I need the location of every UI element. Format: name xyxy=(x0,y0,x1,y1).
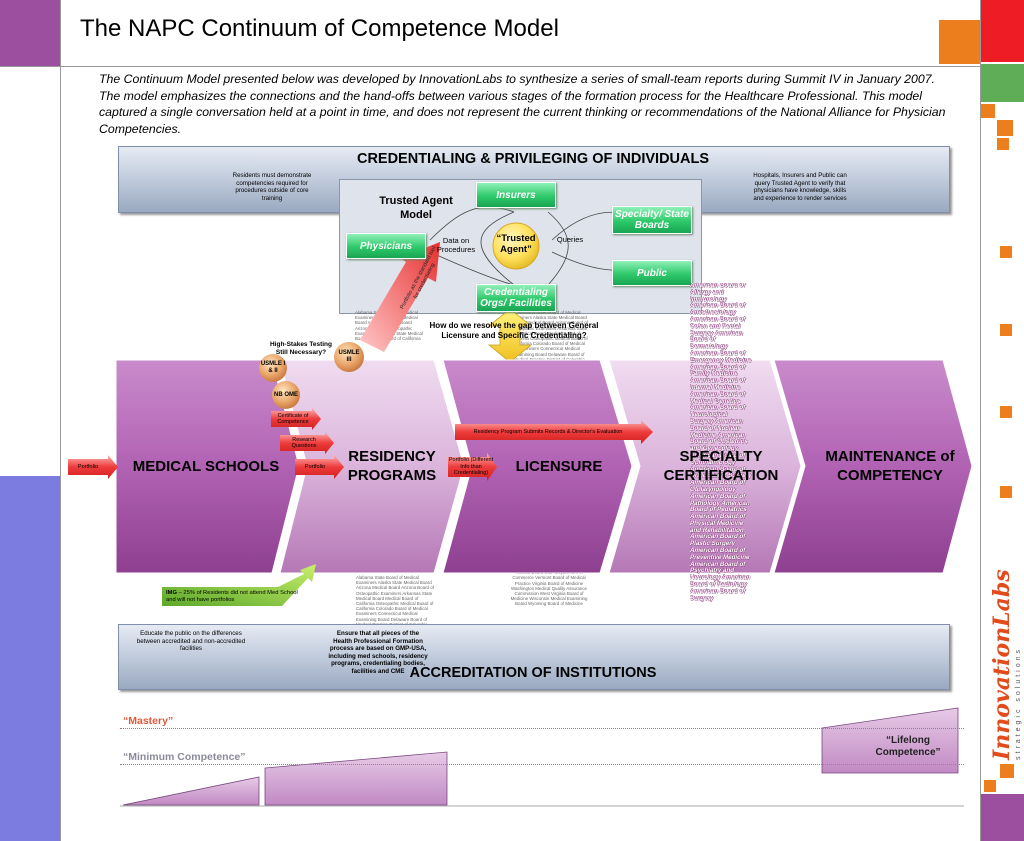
nbome-label: NB OME xyxy=(274,392,298,398)
deco-orange-small-5 xyxy=(1000,324,1012,336)
queries-label: Queries xyxy=(556,235,584,244)
chevron-medical-schools xyxy=(115,359,300,574)
portfolio-left-arrow xyxy=(68,455,118,479)
public-box: Public xyxy=(612,260,692,286)
left-border-bottom xyxy=(0,476,60,841)
intro-paragraph: The Continuum Model presented below was … xyxy=(99,72,946,136)
data-on-procedures: Data on Procedures xyxy=(436,236,476,254)
high-stakes-testing: High-Stakes Testing Still Necessary? xyxy=(269,341,332,356)
accreditation-title: ACCREDITATION OF INSTITUTIONS xyxy=(409,665,657,681)
research-label: Research Questions xyxy=(291,436,317,450)
trusted-agent-ball xyxy=(492,222,540,270)
deco-orange-small-7 xyxy=(1000,486,1012,498)
credentialing-title: CREDENTIALING & PRIVILEGING OF INDIVIDUA… xyxy=(356,151,710,167)
deco-orange-small-4 xyxy=(1000,246,1012,258)
deco-orange-square xyxy=(939,20,980,64)
nbome-ball xyxy=(272,381,300,409)
stage-chevrons xyxy=(115,359,973,574)
lifelong-label: “Lifelong Competence” xyxy=(875,735,941,758)
accreditation-mid-note: Ensure that all pieces of the Health Pro… xyxy=(328,630,428,675)
deco-orange-small-8 xyxy=(1000,764,1014,778)
top-rule xyxy=(0,66,981,67)
comp-med-school xyxy=(122,776,260,806)
specialty-state-boards-box: Specialty/ State Boards xyxy=(612,206,692,234)
comp-residency xyxy=(264,751,448,806)
img-green-arrow xyxy=(162,564,316,606)
residency-submits-label: Residency Program Submits Records & Dire… xyxy=(473,428,623,435)
usmle3-label: USMLE III xyxy=(338,350,360,363)
certificate-label: Certificate of Competence xyxy=(277,412,309,426)
trusted-agent-center: “Trusted Agent” xyxy=(496,233,536,255)
portfolio-diff-arrow xyxy=(448,453,497,481)
specialty-boards-list: American Board of Allergy and Immunology… xyxy=(690,283,752,602)
comp-lifelong xyxy=(821,707,959,774)
credentialing-right-note: Hospitals, Insurers and Public can query… xyxy=(753,172,847,202)
stage-specialty: SPECIALTY CERTIFICATION xyxy=(663,448,779,484)
img-note-text: – 25% of Residents did not attend Med Sc… xyxy=(166,590,298,603)
credentialing-left-note: Residents must demonstrate competencies … xyxy=(232,172,312,202)
insurers-box: Insurers xyxy=(476,182,556,208)
trusted-agent-model-label: Trusted Agent Model xyxy=(379,195,453,221)
page-title: The NAPC Continuum of Competence Model xyxy=(80,15,559,42)
deco-orange-small-6 xyxy=(1000,406,1012,418)
deco-orange-small-2 xyxy=(997,120,1013,136)
deco-purple-square xyxy=(981,794,1024,841)
accreditation-left-note: Educate the public on the differences be… xyxy=(136,630,246,652)
accreditation-bar xyxy=(118,624,950,690)
stage-maintenance: MAINTENANCE of COMPETENCY xyxy=(825,448,955,484)
chevron-maintenance xyxy=(773,359,973,574)
portfolio-diagonal-arrow xyxy=(360,242,440,352)
left-border-top xyxy=(0,0,60,66)
right-border-line xyxy=(980,0,981,841)
usmle12-ball xyxy=(259,354,287,382)
img-note: IMG – 25% of Residents did not attend Me… xyxy=(166,590,302,604)
portfolio-left-label: Portfolio xyxy=(77,463,99,470)
usmle12-label: USMLE I & II xyxy=(260,361,286,374)
mastery-label: “Mastery” xyxy=(123,715,174,727)
portfolio-mid-label: Portfolio xyxy=(304,463,326,470)
usmle3-ball xyxy=(334,342,364,372)
certificate-arrow xyxy=(271,408,321,430)
deco-orange-small-1 xyxy=(981,104,995,118)
research-arrow xyxy=(280,432,334,454)
mastery-line xyxy=(120,728,964,729)
deco-red-square xyxy=(981,0,1024,62)
residency-submits-arrow xyxy=(455,420,653,444)
portfolio-diff-label: Portfolio (Different Info than Credentia… xyxy=(448,457,494,477)
stage-licensure: LICENSURE xyxy=(515,458,603,475)
deco-green-square xyxy=(981,64,1024,102)
physicians-box: Physicians xyxy=(346,233,426,259)
deco-orange-small-9 xyxy=(984,780,996,792)
credentialing-orgs-box: Credentialing Orgs/ Facilities xyxy=(476,284,556,312)
minimum-label: “Minimum Competence” xyxy=(123,751,246,763)
left-border-line xyxy=(60,0,61,841)
stage-medical-schools: MEDICAL SCHOOLS xyxy=(132,458,280,475)
deco-orange-small-3 xyxy=(997,138,1009,150)
portfolio-mid-arrow xyxy=(295,455,344,479)
stage-residency: RESIDENCY PROGRAMS xyxy=(347,448,437,484)
minimum-line xyxy=(120,764,964,765)
img-note-bold: IMG xyxy=(166,590,177,596)
gap-question: How do we resolve the gap between Genera… xyxy=(429,321,599,340)
chevron-specialty xyxy=(608,359,802,574)
red-arrows xyxy=(68,242,653,481)
